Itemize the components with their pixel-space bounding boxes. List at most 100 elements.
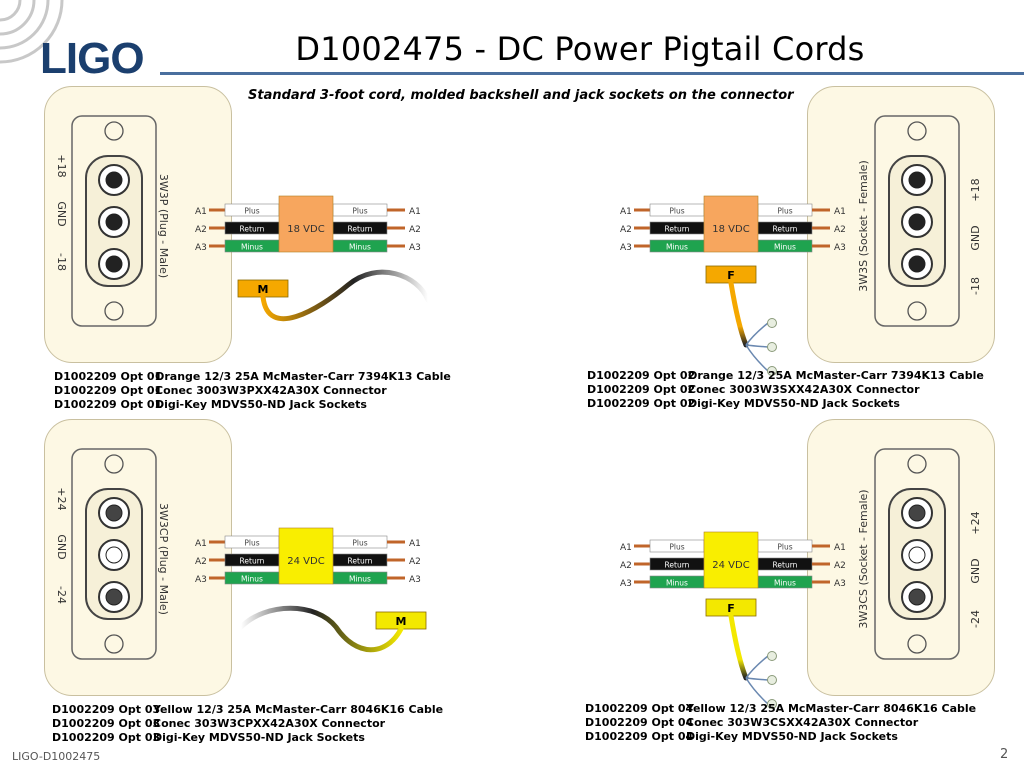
pin-label: A1 <box>409 539 421 549</box>
pin-voltage-label: GND <box>969 558 982 583</box>
pin-voltage-label: GND <box>55 534 68 559</box>
breakout-wire <box>745 344 769 372</box>
wire-label: Return <box>665 561 690 570</box>
title-rule <box>160 72 1024 75</box>
parts-list-4: D1002209 Opt 04Yellow 12/3 25A McMaster-… <box>585 702 976 744</box>
wire-label: Plus <box>352 207 367 216</box>
wire-label: Return <box>773 225 798 234</box>
voltage-box <box>703 531 759 589</box>
mounting-hole-icon <box>907 301 927 321</box>
parts-list-3: D1002209 Opt 03Yellow 12/3 25A McMaster-… <box>52 703 443 745</box>
breakout-wire <box>745 677 769 681</box>
parts-row: D1002209 Opt 02Orange 12/3 25A McMaster-… <box>587 369 984 382</box>
wire-label: Plus <box>777 207 792 216</box>
pin-voltage-label: +18 <box>55 154 68 177</box>
breakout-wire <box>745 655 769 679</box>
wire-label: Plus <box>669 207 684 216</box>
contact-pin-icon <box>908 171 926 189</box>
mounting-hole-icon <box>907 454 927 474</box>
contact-pin-icon <box>908 255 926 273</box>
wire-label: Minus <box>241 575 263 584</box>
pin-label: A3 <box>409 243 421 253</box>
parts-row: D1002209 Opt 03Yellow 12/3 25A McMaster-… <box>52 703 444 716</box>
pin-voltage-label: GND <box>969 225 982 250</box>
connector-name: 3W3P (Plug - Male) <box>157 174 170 278</box>
wire-label: Plus <box>244 539 259 548</box>
pin-label: A2 <box>195 557 207 567</box>
wire-label: Minus <box>241 243 263 252</box>
page-number: 2 <box>1000 747 1009 762</box>
contact-pin-icon <box>105 255 123 273</box>
pin-label: A1 <box>620 543 632 553</box>
parts-row: D1002209 Opt 03Conec 303W3CPXX42A30X Con… <box>52 717 386 730</box>
jack-socket-icon <box>767 342 777 352</box>
pin-label: A2 <box>620 225 632 235</box>
connector-name-label: 3W3CP (Plug - Male) <box>157 503 170 615</box>
wire-label: Minus <box>349 243 371 252</box>
connector-shell <box>874 115 960 327</box>
breakout-wire <box>745 677 769 705</box>
connector-name: 3W3CP (Plug - Male) <box>157 503 170 615</box>
pin-voltage-label: -18 <box>55 253 68 271</box>
mounting-hole-icon <box>907 121 927 141</box>
pin-voltage-labels: -18 GND +18 <box>969 178 982 295</box>
cable <box>260 269 431 322</box>
ligo-logo: LIGO <box>40 34 145 83</box>
connector-shell <box>71 115 157 327</box>
pin-voltage-label: -18 <box>969 277 982 295</box>
parts-row: D1002209 Opt 02Digi-Key MDVS50-ND Jack S… <box>587 397 900 410</box>
pin-label: A3 <box>834 243 846 253</box>
contact-pin-icon <box>908 588 926 606</box>
contact-pin-icon <box>908 504 926 522</box>
voltage-label: 18 VDC <box>712 224 749 235</box>
connector-name-label: 3W3P (Plug - Male) <box>157 174 170 278</box>
pin-label: A3 <box>620 579 632 589</box>
gender-tag-label: F <box>727 602 735 615</box>
parts-list-1: D1002209 Opt 01Orange 12/3 25A McMaster-… <box>54 370 451 412</box>
pin-voltage-label: GND <box>55 201 68 226</box>
slide-subtitle: Standard 3-foot cord, molded backshell a… <box>248 88 794 103</box>
logo-arcs-icon <box>0 0 64 64</box>
pin-label: A1 <box>834 207 846 217</box>
voltage-label: 24 VDC <box>287 556 324 567</box>
wire-label: Return <box>240 225 265 234</box>
contact-pin-icon <box>105 504 123 522</box>
parts-row: D1002209 Opt 01Orange 12/3 25A McMaster-… <box>54 370 451 383</box>
parts-row: D1002209 Opt 01Conec 3003W3PXX42A30X Con… <box>54 384 387 397</box>
contact-pin-icon <box>908 546 926 564</box>
voltage-box <box>278 527 334 585</box>
wire-label: Plus <box>244 207 259 216</box>
pin-voltage-label: +24 <box>55 487 68 510</box>
pin-label: A2 <box>834 561 846 571</box>
footer-doc-id: LIGO-D1002475 <box>12 750 101 763</box>
pin-voltage-label: +18 <box>969 178 982 201</box>
pin-label: A2 <box>834 225 846 235</box>
mounting-hole-icon <box>104 634 124 654</box>
pin-label: A3 <box>195 243 207 253</box>
connector-name: 3W3CS (Socket - Female) <box>857 489 870 628</box>
pin-label: A3 <box>409 575 421 585</box>
wire-label: Return <box>665 225 690 234</box>
mounting-hole-icon <box>104 121 124 141</box>
jack-socket-icon <box>767 675 777 685</box>
cable <box>728 280 749 348</box>
gender-tag-label: M <box>396 615 407 628</box>
pin-voltage-label: +24 <box>969 511 982 534</box>
parts-row: D1002209 Opt 04Digi-Key MDVS50-ND Jack S… <box>585 730 898 743</box>
contact-pin-icon <box>105 546 123 564</box>
pin-label: A2 <box>409 225 421 235</box>
pin-label: A3 <box>195 575 207 585</box>
pin-label: A1 <box>409 207 421 217</box>
voltage-box <box>703 195 759 253</box>
wire-label: Minus <box>349 575 371 584</box>
